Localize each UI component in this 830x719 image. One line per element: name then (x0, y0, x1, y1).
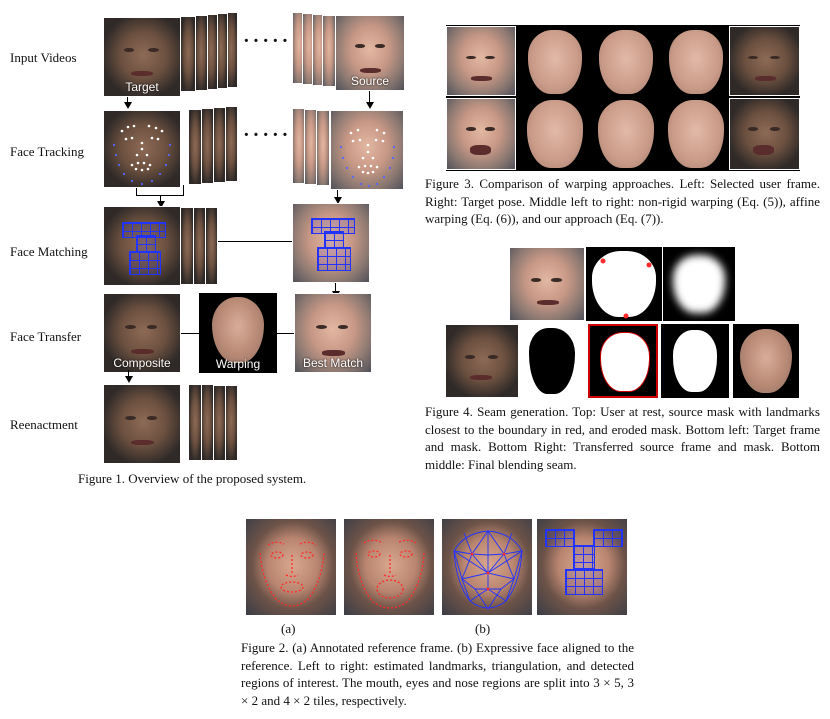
target-frame (445, 324, 519, 398)
figure-2-caption: Figure 2. (a) Annotated reference frame.… (241, 640, 634, 708)
warping-frame: Warping (199, 293, 277, 373)
figure-2-label-a: (a) (281, 621, 296, 636)
target-input-frame: Target (103, 17, 181, 97)
warp-result-nonrigid-top (528, 30, 582, 94)
best-match-tag: Best Match (302, 356, 364, 370)
source-matching-frame (292, 203, 370, 283)
warp-result-ours-top (669, 30, 723, 94)
warping-tag: Warping (215, 357, 261, 371)
matching-stack-frame (193, 207, 206, 285)
reenactment-stack-frame (200, 384, 214, 461)
target-tag: Target (125, 80, 159, 94)
source-mask-panel (586, 247, 662, 321)
ellipsis-dots: ····· (243, 30, 292, 52)
warp-result-nonrigid-bottom (527, 100, 583, 168)
figure-4-caption: Figure 4. Seam generation. Top: User at … (425, 404, 820, 472)
arrow-target-to-tracking (124, 102, 132, 109)
expressive-landmarks-frame (343, 518, 435, 616)
source-tracking-frame (330, 110, 404, 190)
triangulation-frame (441, 518, 533, 616)
row-label-face-matching: Face Matching (10, 244, 88, 259)
row-label-face-tracking: Face Tracking (10, 144, 85, 159)
warp-result-affine-top (599, 30, 653, 94)
arrow-source-tracking-to-matching (334, 197, 342, 204)
figure-3-caption: Figure 3. Comparison of warping approach… (425, 176, 820, 226)
composite-frame: Composite (103, 293, 181, 373)
row-label-input-videos: Input Videos (10, 50, 77, 65)
user-frame-bottom (446, 98, 516, 170)
figure-2-label-b: (b) (475, 621, 491, 636)
eroded-mask-panel (663, 247, 735, 321)
row-label-face-transfer: Face Transfer (10, 329, 82, 344)
target-pose-bottom (729, 98, 800, 170)
best-match-frame: Best Match (294, 293, 372, 373)
tracking-stack-frame (224, 106, 238, 182)
warp-result-ours-bottom (668, 100, 724, 168)
tracking-stack-frame (212, 107, 226, 183)
tracking-stack-frame (188, 109, 202, 185)
transferred-mask-panel (661, 324, 729, 398)
row-label-reenactment: Reenactment (10, 417, 78, 432)
matching-stack-frame (205, 207, 218, 285)
target-pose-top (729, 26, 800, 96)
composite-tag: Composite (113, 356, 171, 370)
user-frame-top (446, 26, 516, 96)
target-video-stack-frame (180, 16, 196, 92)
reenactment-stack-frame (188, 384, 202, 461)
annotated-reference-frame (245, 518, 337, 616)
target-mask-panel (523, 324, 585, 398)
source-tag: Source (350, 74, 390, 88)
target-matching-frame (103, 206, 181, 286)
blending-seam-panel (588, 324, 658, 398)
arrow-tracking-to-matching (157, 201, 165, 208)
user-at-rest-frame (509, 247, 585, 321)
figure-1-caption: Figure 1. Overview of the proposed syste… (78, 471, 307, 486)
match-connector-line (218, 241, 292, 242)
warp-result-affine-bottom (598, 100, 654, 168)
arrow-source-to-tracking (366, 102, 374, 109)
transferred-source-frame (733, 324, 799, 398)
source-input-frame: Source (335, 15, 405, 91)
source-tracking-stack-frame (316, 110, 330, 186)
arrow-composite-to-reenactment (125, 376, 133, 383)
target-video-stack-frame (194, 15, 208, 91)
reenactment-frame (103, 384, 181, 464)
reenactment-stack-frame (224, 385, 238, 461)
target-tracking-frame (103, 110, 181, 188)
reenactment-stack-frame (212, 385, 226, 461)
regions-of-interest-frame (536, 518, 628, 616)
source-video-stack-frame (322, 15, 336, 87)
tracking-stack-frame (200, 108, 214, 184)
matching-stack-frame (180, 207, 194, 285)
ellipsis-dots: ····· (243, 124, 292, 146)
